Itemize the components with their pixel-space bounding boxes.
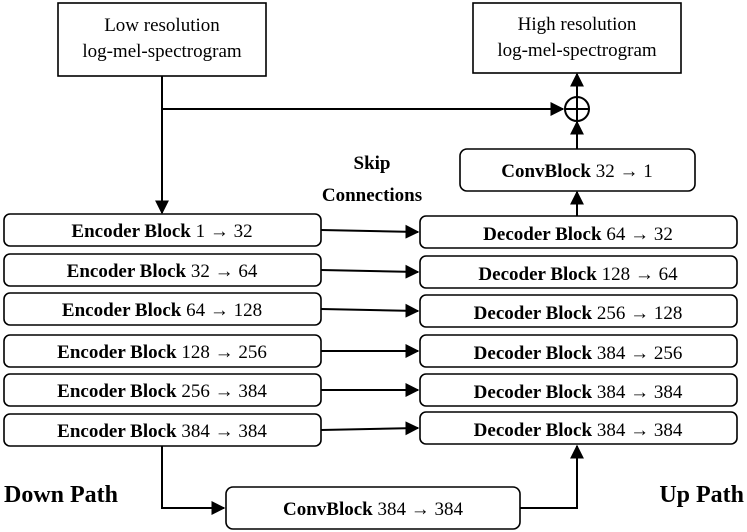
encoder-block-channels: 128 → 256 [181, 342, 267, 363]
up-path-label: Up Path [659, 482, 744, 508]
encoder-block-name: Encoder Block [57, 381, 177, 402]
decoder-block-channels: 384 → 384 [597, 382, 683, 403]
sum-node [564, 96, 590, 122]
decoder-block-name: Decoder Block [474, 343, 593, 364]
encoder-block-name: Encoder Block [62, 300, 182, 321]
decoder-block-name: Decoder Block [483, 224, 602, 245]
encoder-to-bottleneck-arrow [161, 446, 226, 515]
svg-text:Decoder Block 64 → 32: Decoder Block 64 → 32 [483, 224, 673, 245]
encoder-block: Encoder Block 1 → 32 [3, 213, 322, 247]
decoder-column: Decoder Block 64 → 32 Decoder Block 128 … [419, 215, 738, 445]
decoder-block: Decoder Block 64 → 32 [419, 215, 738, 249]
encoder-block: Encoder Block 256 → 384 [3, 373, 322, 407]
encoder-block: Encoder Block 384 → 384 [3, 413, 322, 447]
svg-text:Encoder Block 128 → 256: Encoder Block 128 → 256 [57, 342, 267, 363]
svg-text:Decoder Block 384 → 256: Decoder Block 384 → 256 [474, 343, 683, 364]
encoder-block-name: Encoder Block [57, 421, 177, 442]
svg-text:Encoder Block 384 → 384: Encoder Block 384 → 384 [57, 421, 267, 442]
down-path-label: Down Path [4, 482, 118, 508]
bottleneck-convblock: ConvBlock 384 → 384 [225, 486, 521, 530]
svg-text:Encoder Block 1 → 32: Encoder Block 1 → 32 [71, 221, 252, 242]
svg-text:ConvBlock 384 → 384: ConvBlock 384 → 384 [283, 499, 464, 520]
encoder-block-channels: 384 → 384 [181, 421, 267, 442]
encoder-block-channels: 32 → 64 [191, 261, 258, 282]
skip-connection-arrow [320, 264, 420, 279]
bottleneck-channels: 384 → 384 [378, 499, 464, 520]
svg-text:Decoder Block 256 → 128: Decoder Block 256 → 128 [474, 303, 683, 324]
skip-label-line2: Connections [322, 185, 422, 206]
decoder-block-channels: 128 → 64 [602, 264, 679, 285]
decoder-block-name: Decoder Block [478, 264, 597, 285]
decoder-block-name: Decoder Block [474, 303, 593, 324]
connectors [155, 72, 584, 515]
svg-text:Encoder Block 32 → 64: Encoder Block 32 → 64 [67, 261, 258, 282]
decoder-block: Decoder Block 384 → 384 [419, 373, 738, 407]
encoder-block: Encoder Block 32 → 64 [3, 253, 322, 287]
decoder-block-channels: 256 → 128 [597, 303, 683, 324]
svg-text:ConvBlock 32 → 1: ConvBlock 32 → 1 [501, 161, 653, 182]
output-label-line1: High resolution [518, 14, 637, 35]
decoder-block: Decoder Block 384 → 384 [419, 411, 738, 445]
final-convblock-channels: 32 → 1 [596, 161, 653, 182]
input-box: Low resolution log-mel-spectrogram [57, 2, 267, 77]
svg-text:Decoder Block 384 → 384: Decoder Block 384 → 384 [474, 420, 683, 441]
encoder-block: Encoder Block 64 → 128 [3, 292, 322, 326]
encoder-block-channels: 1 → 32 [196, 221, 253, 242]
decoder-block-channels: 384 → 384 [597, 420, 683, 441]
decoder-block-channels: 384 → 256 [597, 343, 683, 364]
decoder-block-channels: 64 → 32 [606, 224, 673, 245]
input-label-line2: log-mel-spectrogram [82, 41, 242, 62]
bottleneck-name: ConvBlock [283, 499, 373, 520]
decoder-block-name: Decoder Block [474, 420, 593, 441]
decoder-block: Decoder Block 384 → 256 [419, 334, 738, 368]
input-label-line1: Low resolution [104, 15, 220, 36]
final-convblock: ConvBlock 32 → 1 [459, 148, 696, 192]
svg-text:Encoder Block 256 → 384: Encoder Block 256 → 384 [57, 381, 267, 402]
skip-label-line1: Skip [354, 153, 391, 174]
decoder-block: Decoder Block 256 → 128 [419, 294, 738, 328]
skip-connection-arrow [320, 303, 420, 318]
decoder-block-name: Decoder Block [474, 382, 593, 403]
encoder-block-name: Encoder Block [71, 221, 191, 242]
encoder-block-name: Encoder Block [67, 261, 187, 282]
encoder-block-channels: 256 → 384 [181, 381, 267, 402]
encoder-column: Encoder Block 1 → 32 Encoder Block 32 → … [3, 213, 322, 447]
encoder-block-channels: 64 → 128 [186, 300, 262, 321]
encoder-block: Encoder Block 128 → 256 [3, 334, 322, 368]
bottleneck-to-decoder-arrow [520, 444, 584, 509]
skip-connection-arrow [320, 224, 420, 239]
output-box: High resolution log-mel-spectrogram [472, 2, 682, 74]
encoder-block-name: Encoder Block [57, 342, 177, 363]
decoder-block: Decoder Block 128 → 64 [419, 255, 738, 289]
final-convblock-name: ConvBlock [501, 161, 591, 182]
svg-text:Encoder Block 64 → 128: Encoder Block 64 → 128 [62, 300, 262, 321]
svg-text:Decoder Block 128 → 64: Decoder Block 128 → 64 [478, 264, 678, 285]
svg-text:Decoder Block 384 → 384: Decoder Block 384 → 384 [474, 382, 683, 403]
output-label-line2: log-mel-spectrogram [497, 40, 657, 61]
skip-connection-arrow [320, 421, 420, 436]
